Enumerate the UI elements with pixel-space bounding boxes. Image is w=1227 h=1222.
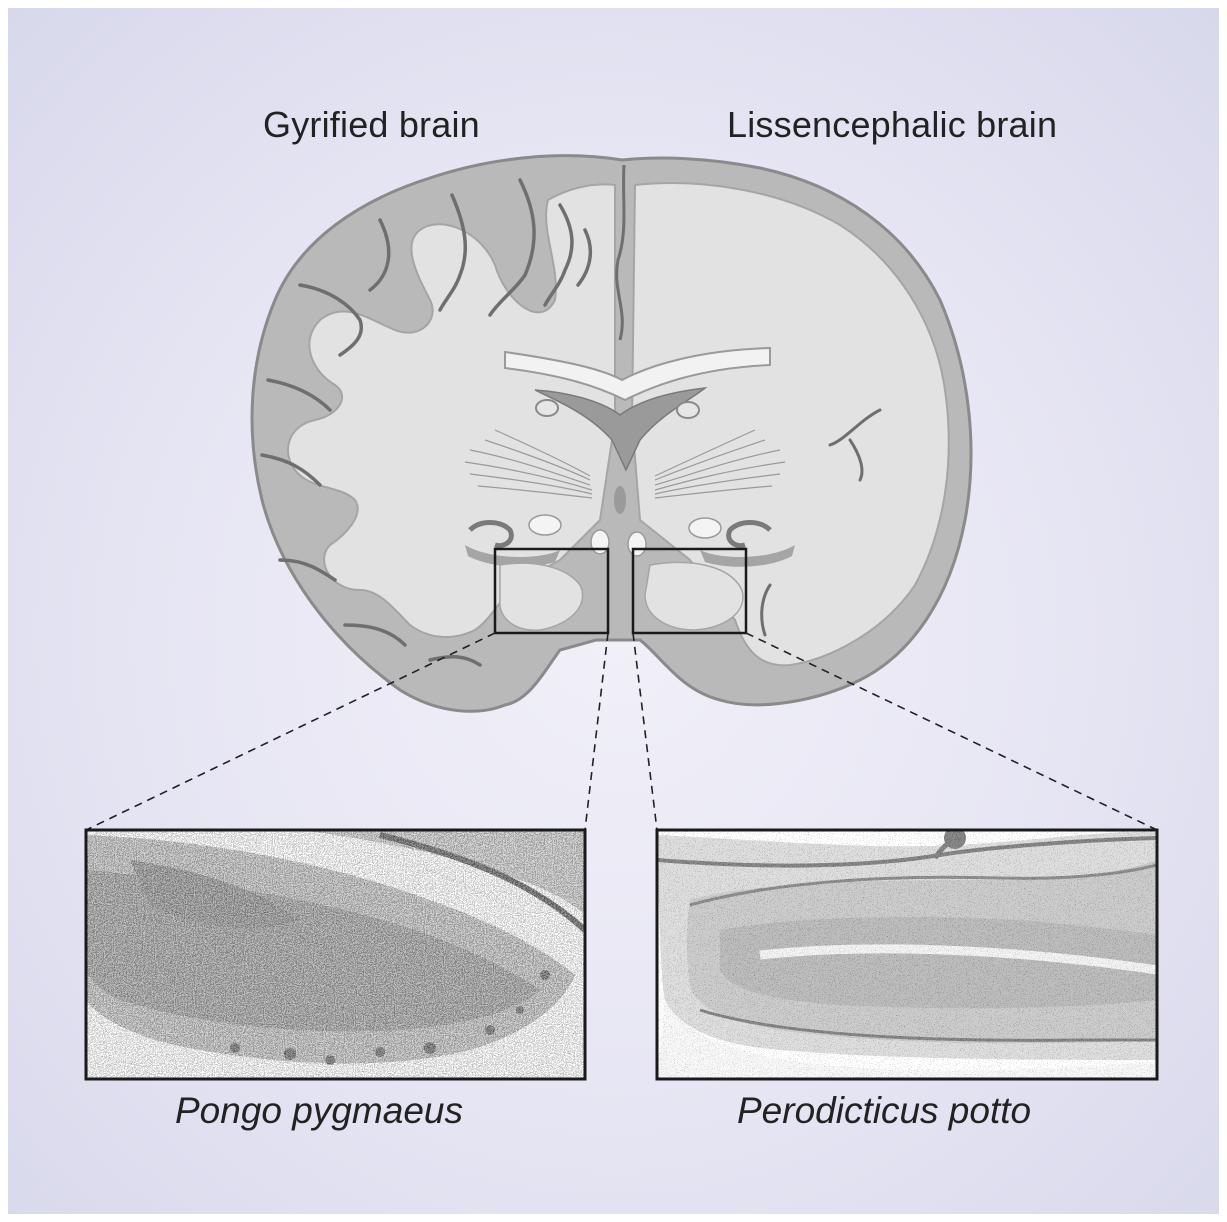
left-species-label: Pongo pygmaeus	[175, 1090, 463, 1132]
right-small-nucleus	[628, 532, 646, 556]
left-small-nucleus	[591, 530, 609, 554]
right-species-label: Perodicticus potto	[737, 1090, 1031, 1132]
left-micrograph	[86, 830, 585, 1079]
right-caudate	[677, 402, 699, 418]
right-micrograph	[657, 827, 1157, 1079]
third-ventricle	[614, 486, 626, 514]
callout-lines	[86, 633, 1157, 830]
right-nucleus	[689, 518, 721, 538]
coronal-brain-section	[252, 156, 971, 712]
left-nucleus	[529, 515, 561, 535]
left-caudate	[536, 400, 558, 416]
